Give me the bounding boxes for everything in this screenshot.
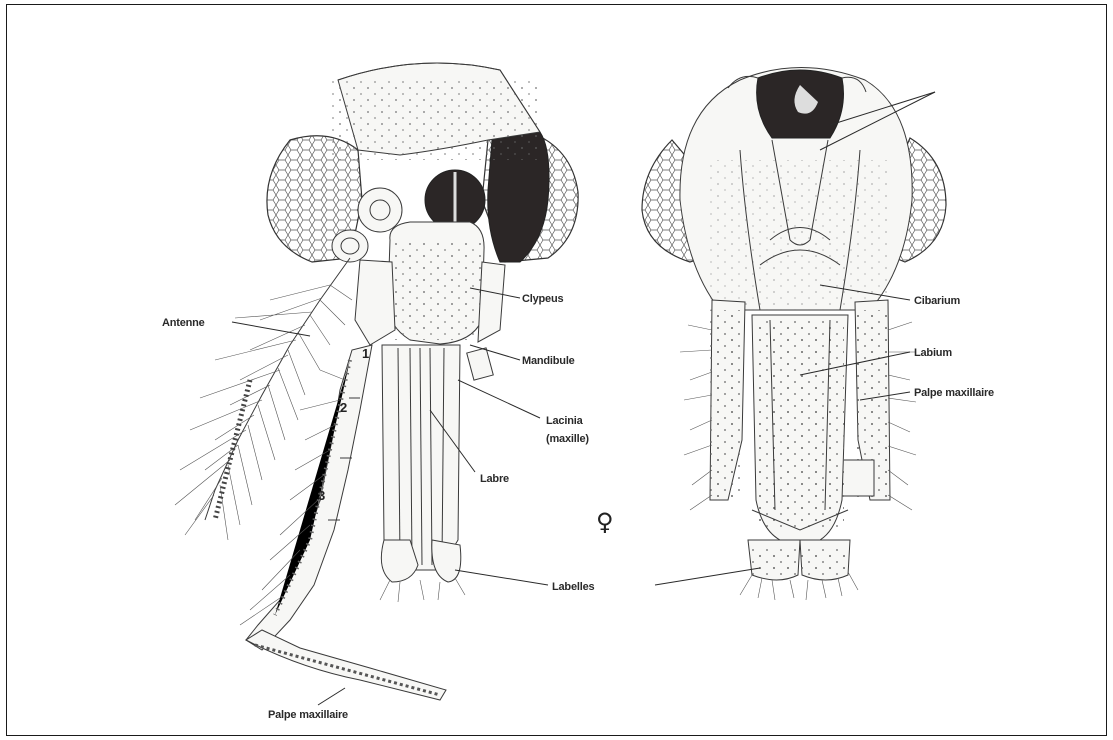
label-palpe-maxillaire-left: Palpe maxillaire [268,709,348,721]
label-labium: Labium [914,347,952,359]
female-symbol: ♀ [596,508,614,536]
label-clypeus: Clypeus [522,293,563,305]
label-antenne: Antenne [162,317,205,329]
label-cibarium: Cibarium [914,295,960,307]
left-head-drawing: 1 2 3 [175,63,578,700]
proboscis [381,345,460,582]
label-palpe-maxillaire-right: Palpe maxillaire [914,387,994,399]
palp-segment-number: 3 [318,488,325,503]
left-labella [381,540,418,582]
label-labelles: Labelles [552,581,595,593]
label-mandibule: Mandibule [522,355,575,367]
palp-segment-number: 2 [340,400,347,415]
label-labre: Labre [480,473,509,485]
left-pedicel [332,230,368,262]
right-labella [432,540,461,582]
label-maxille: (maxille) [546,433,589,445]
left-antennal-socket [358,188,402,232]
palp-segment-number: 1 [362,346,369,361]
label-lacinia: Lacinia [546,415,584,427]
